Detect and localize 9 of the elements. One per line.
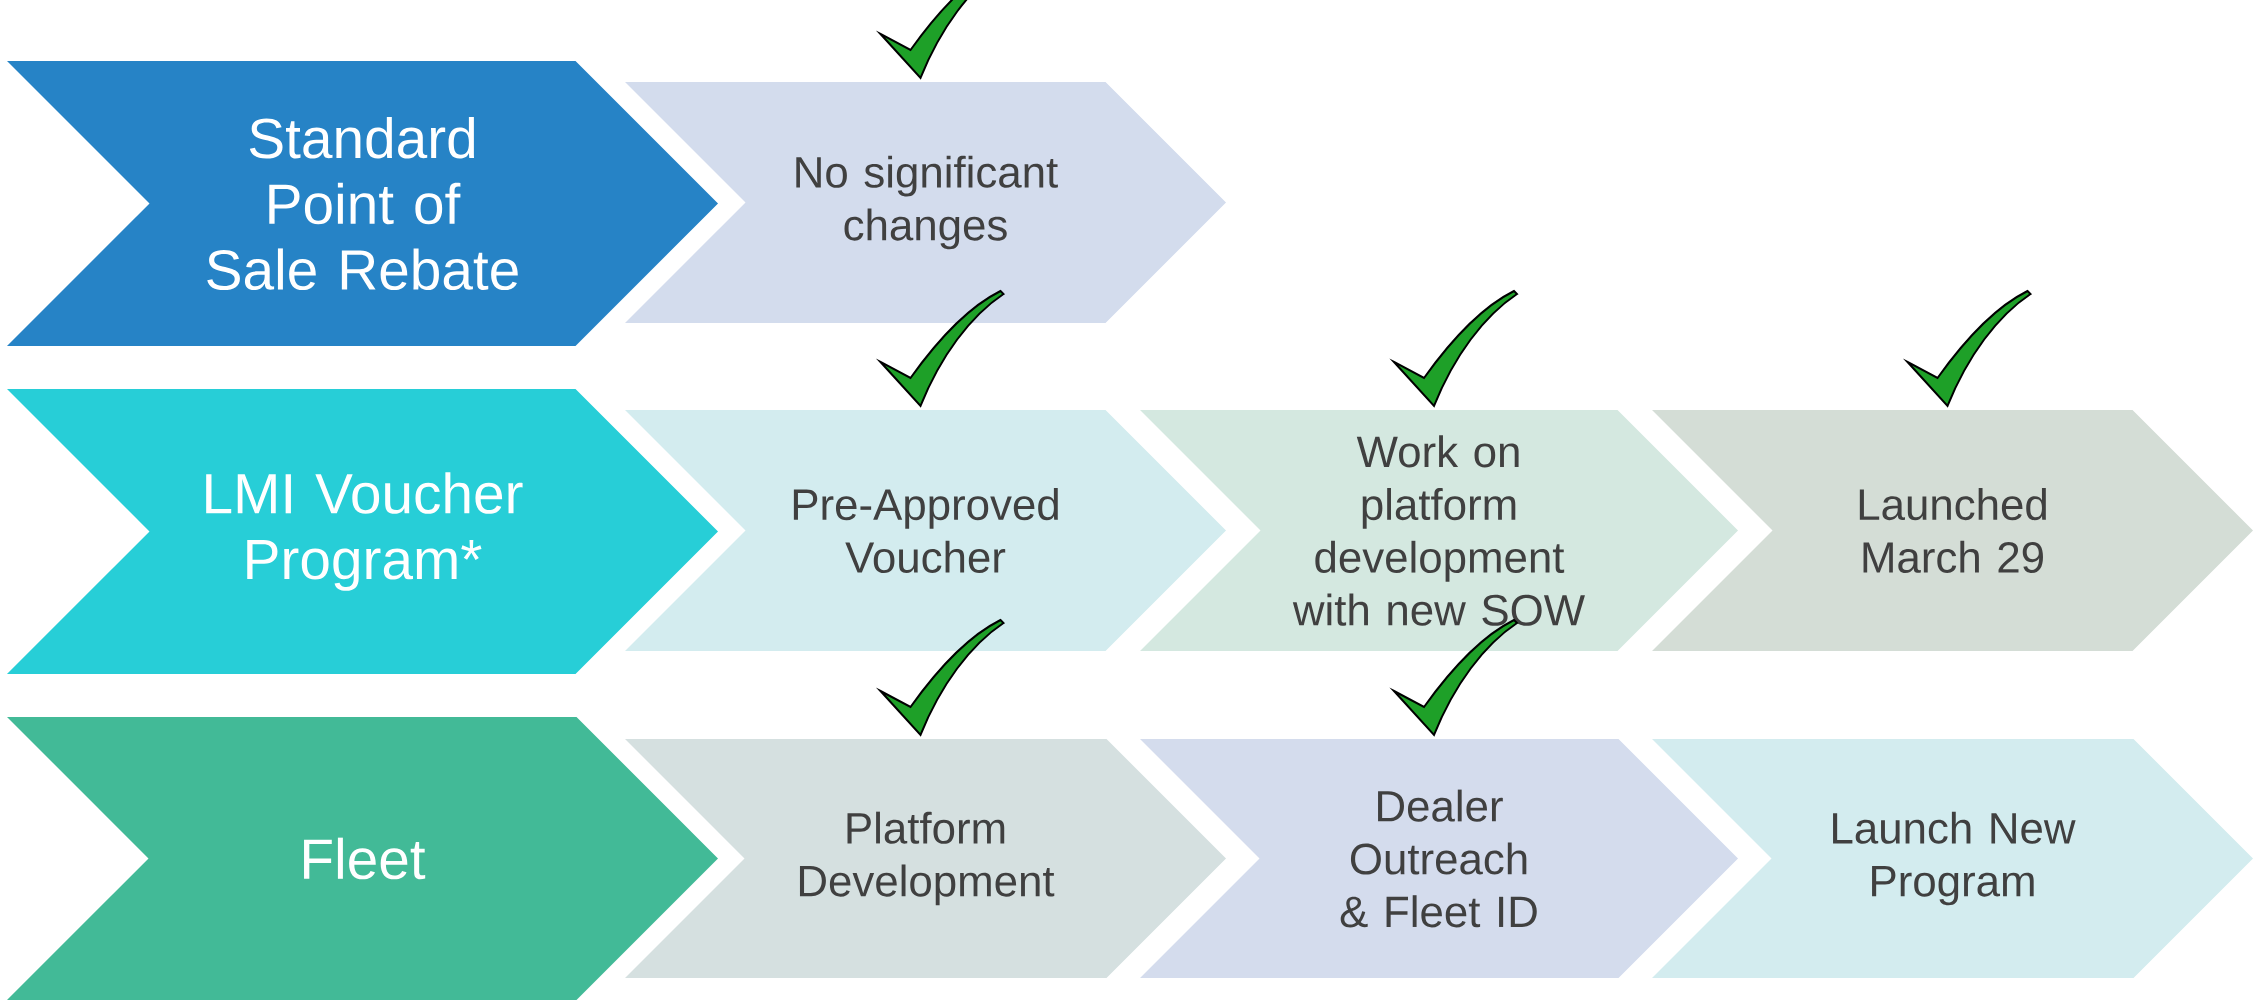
chevron-step: Work on platform development with new SOW — [1140, 290, 1738, 651]
chevron-step: Platform Development — [625, 619, 1226, 978]
chevron-heading: LMI Voucher Program* — [7, 389, 718, 674]
chevron-step: Launched March 29 — [1652, 290, 2254, 651]
chevron-heading: Standard Point of Sale Rebate — [7, 61, 718, 346]
chevron-step: No significant changes — [625, 0, 1226, 323]
chevron-step: Launch New Program — [1652, 739, 2254, 978]
chevron-step: Pre-Approved Voucher — [625, 290, 1226, 651]
chevron-heading: Fleet — [7, 717, 718, 1000]
